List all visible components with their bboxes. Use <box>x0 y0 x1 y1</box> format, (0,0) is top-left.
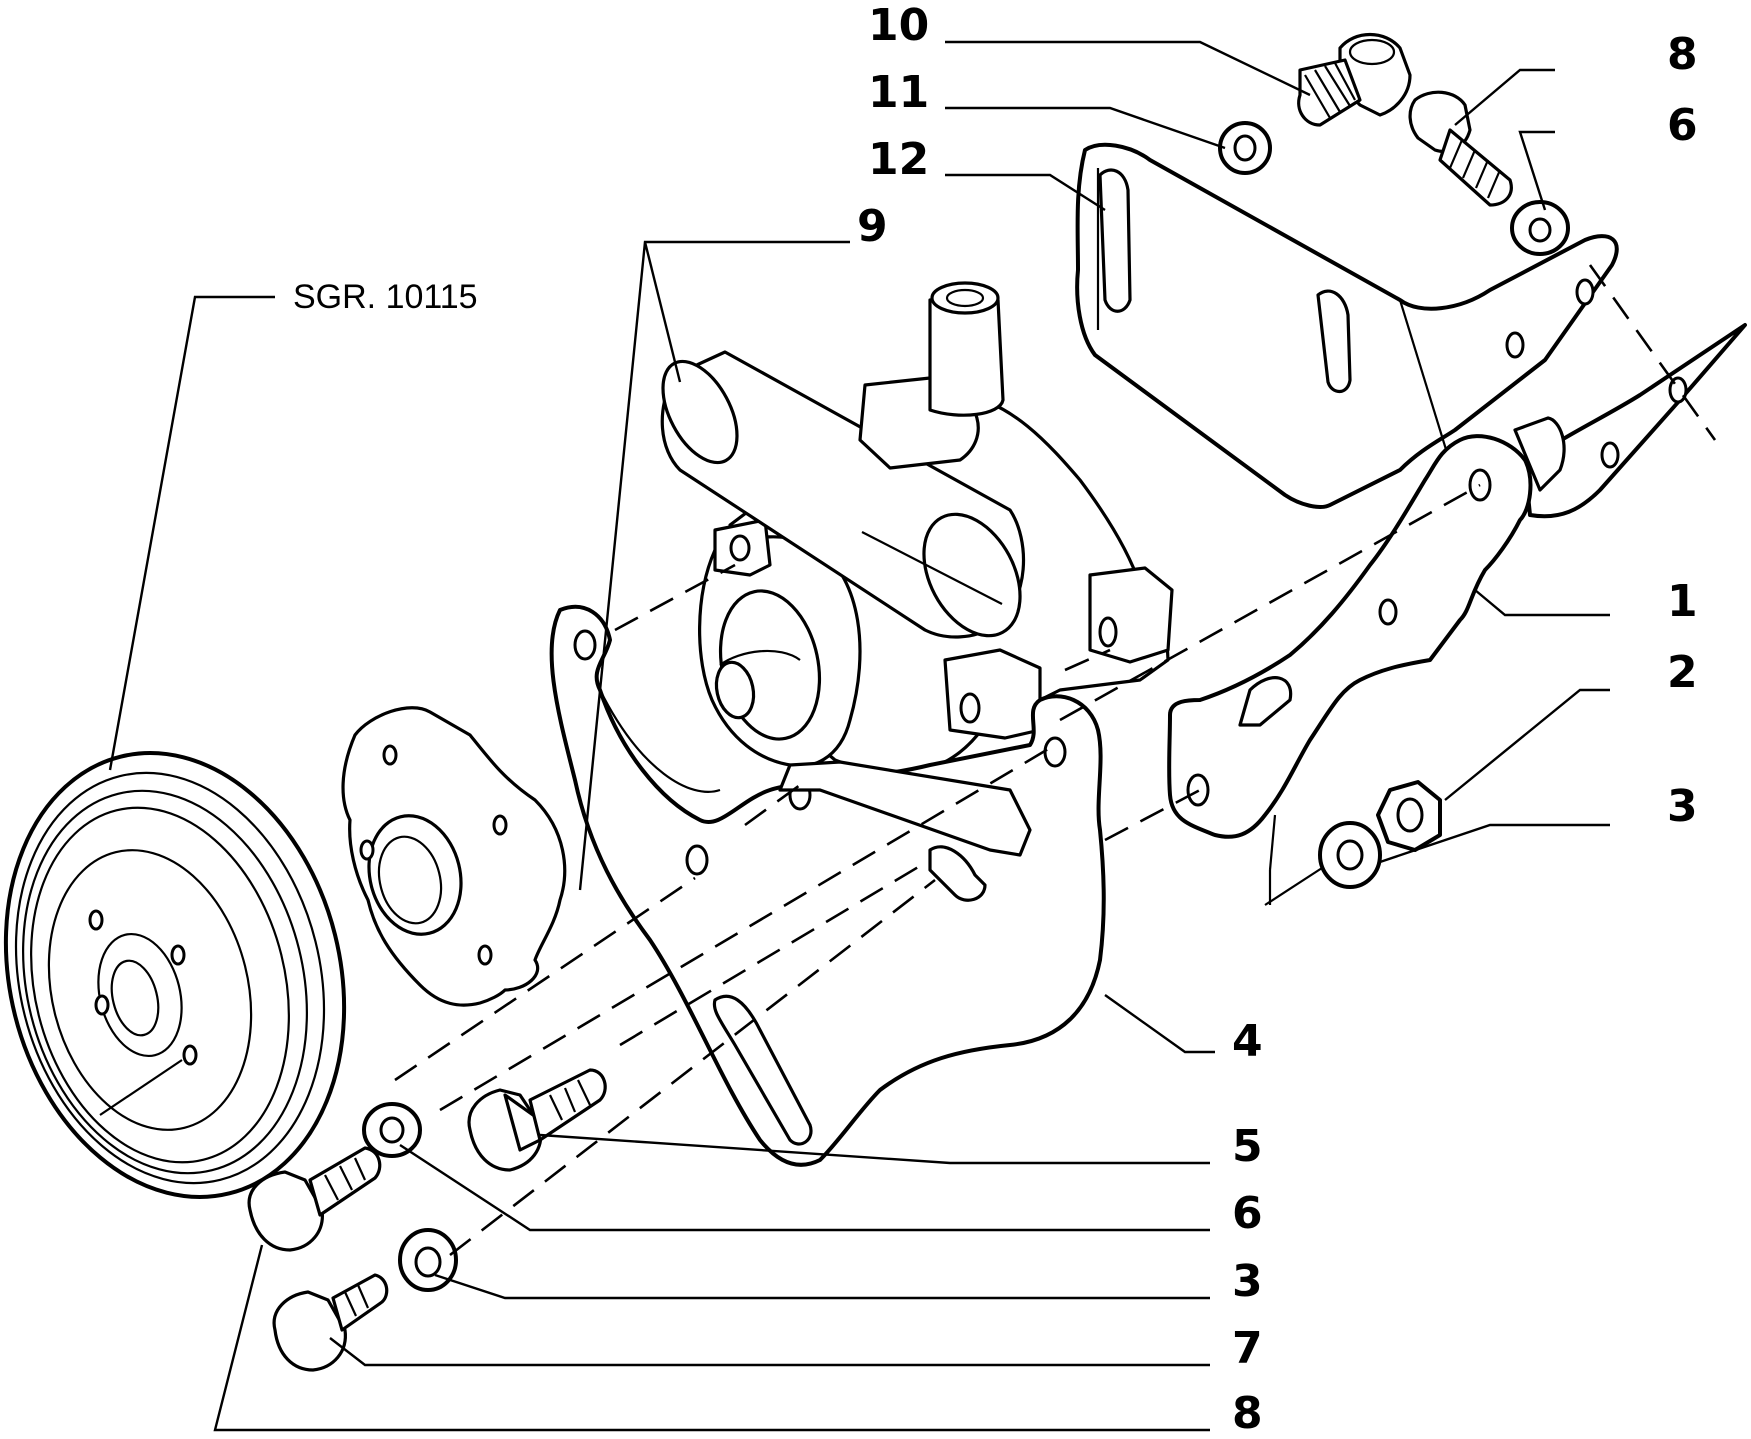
washer-6-top <box>1510 200 1570 256</box>
bolt-10 <box>1297 33 1412 127</box>
callout-6-bottom: 6 <box>1232 1188 1263 1239</box>
callout-12: 12 <box>868 134 930 185</box>
bolt-8-top <box>1408 90 1513 207</box>
callout-1: 1 <box>1667 576 1698 627</box>
drawing-reference: SGR. 10115 <box>293 278 478 316</box>
bolt-7 <box>272 1273 389 1372</box>
callout-2: 2 <box>1667 647 1698 698</box>
bracket-1 <box>1167 323 1747 839</box>
callout-5: 5 <box>1232 1121 1263 1172</box>
washer-3-right <box>1318 821 1382 889</box>
callout-11: 11 <box>868 67 930 118</box>
callout-6-top: 6 <box>1667 100 1698 151</box>
washer-11 <box>1218 121 1272 175</box>
nut-2 <box>1376 780 1442 852</box>
washer-3-bottom <box>398 1228 458 1292</box>
callout-3-right: 3 <box>1667 781 1698 832</box>
callout-7: 7 <box>1232 1323 1263 1374</box>
washer-6-bottom <box>362 1102 422 1158</box>
assembly-lines <box>394 264 1717 1257</box>
callout-10: 10 <box>868 0 930 51</box>
bracket-12 <box>1075 142 1619 509</box>
leader-lines <box>108 40 1610 1432</box>
callout-8-bottom: 8 <box>1232 1388 1263 1439</box>
bolt-8-bottom <box>247 1146 382 1252</box>
callout-8-top: 8 <box>1667 29 1698 80</box>
pulley <box>3 751 347 1199</box>
bolt-5 <box>467 1068 607 1172</box>
pump-body <box>660 281 1174 774</box>
callout-3-bottom: 3 <box>1232 1256 1263 1307</box>
callout-9: 9 <box>857 201 888 252</box>
callout-4: 4 <box>1232 1016 1263 1067</box>
hub-flange <box>341 706 567 1007</box>
